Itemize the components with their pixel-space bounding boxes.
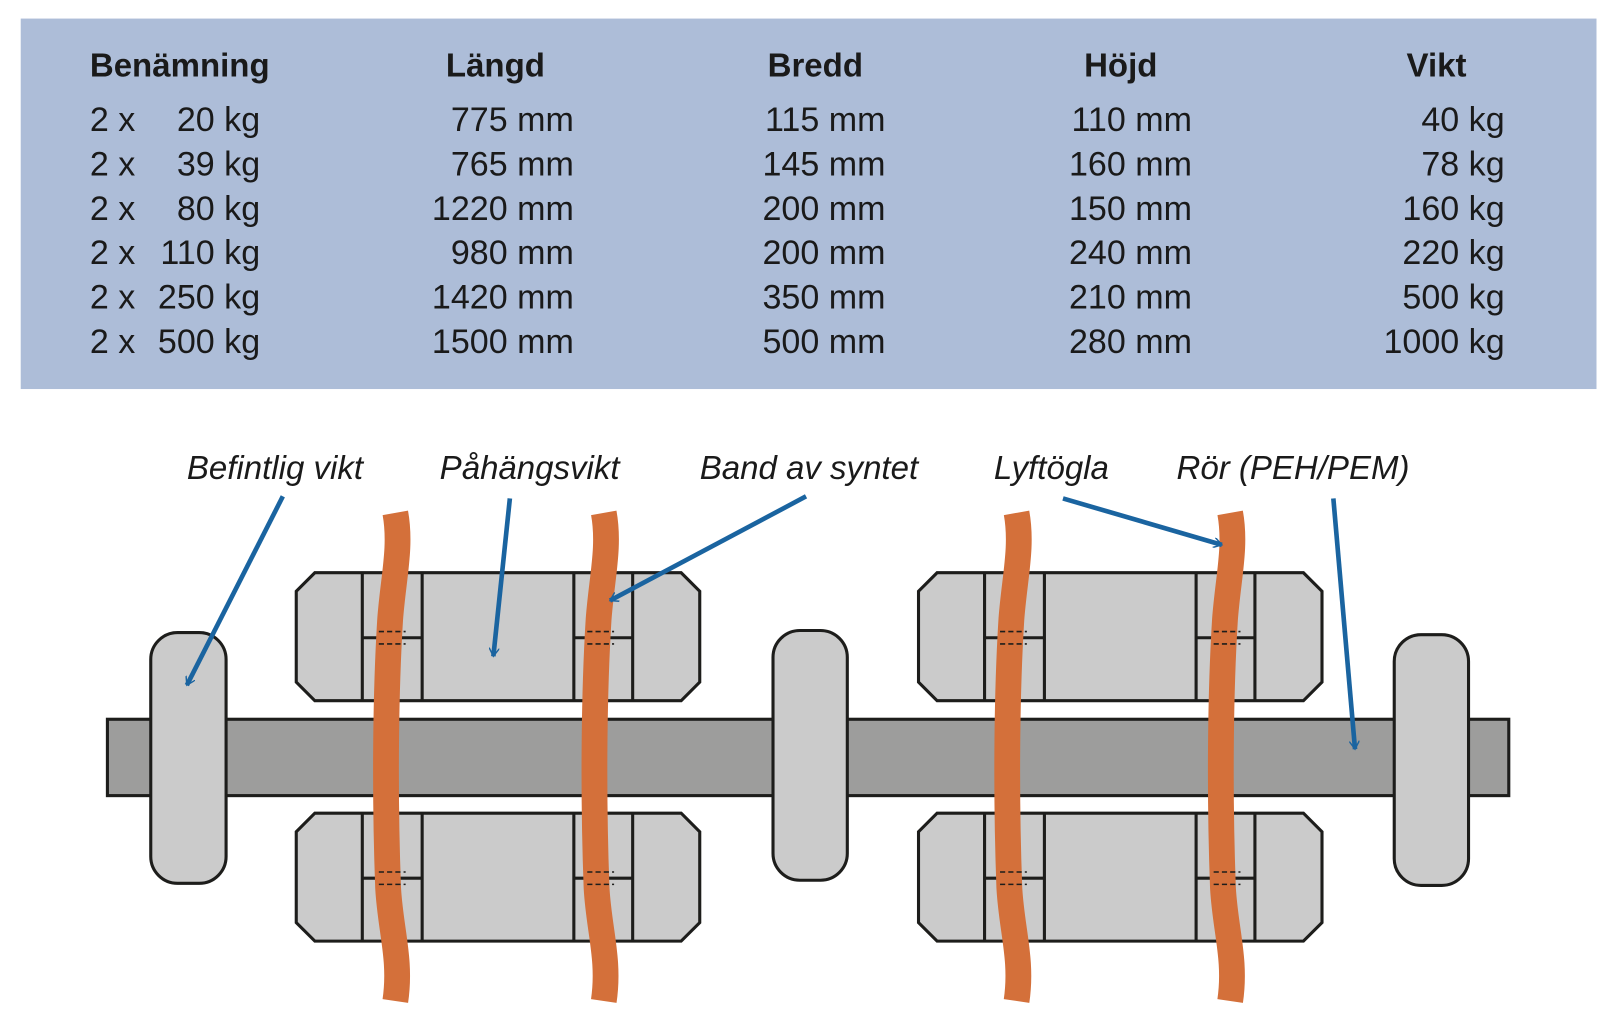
- cell-qty: 2 x: [90, 190, 135, 228]
- cell-weight: 220 kg: [1402, 234, 1504, 272]
- cell-height: 160 mm: [1069, 145, 1192, 183]
- add-on-weight-lower-left: [294, 811, 702, 943]
- cell-width: 500 mm: [762, 323, 885, 361]
- arrows: [184, 494, 1355, 749]
- cell-width: 350 mm: [762, 279, 885, 317]
- synthetic-strap: [581, 510, 619, 1003]
- synthetic-strap: [1207, 510, 1246, 1003]
- header-width: Bredd: [768, 46, 863, 83]
- cell-weight: 40 kg: [1421, 101, 1504, 139]
- arrow-pipe: [1331, 498, 1355, 749]
- cell-unit-weight: 20 kg: [177, 101, 260, 139]
- table-row: 2 x 110 kg 980 mm 200 mm 240 mm 220 kg: [90, 234, 1505, 272]
- existing-weight-left: [149, 631, 228, 885]
- cell-width: 200 mm: [762, 190, 885, 228]
- label-synthetic-strap: Band av syntet: [700, 449, 920, 486]
- cell-unit-weight: 500 kg: [158, 323, 260, 361]
- existing-weight-right: [1392, 633, 1471, 887]
- label-lifting-loop: Lyftögla: [994, 449, 1109, 486]
- cell-length: 1420 mm: [432, 279, 574, 317]
- spec-table: Benämning Längd Bredd Höjd Vikt 2 x 20 kg…: [20, 18, 1597, 390]
- header-weight: Vikt: [1407, 46, 1467, 83]
- arrow-lifting-loop: [1062, 496, 1222, 544]
- cell-length: 1220 mm: [432, 190, 574, 228]
- existing-weight-middle: [771, 628, 849, 882]
- label-add-on-weight: Påhängsvikt: [440, 449, 622, 486]
- cell-length: 775 mm: [451, 101, 574, 139]
- cell-height: 150 mm: [1069, 190, 1192, 228]
- cell-qty: 2 x: [90, 323, 135, 361]
- table-row: 2 x 39 kg 765 mm 145 mm 160 mm 78 kg: [90, 145, 1505, 183]
- add-on-weight-upper-right: [916, 571, 1324, 703]
- arrow-strap: [610, 494, 808, 603]
- cell-height: 240 mm: [1069, 234, 1192, 272]
- cell-length: 1500 mm: [432, 323, 574, 361]
- cell-height: 110 mm: [1072, 101, 1192, 139]
- cell-length: 765 mm: [451, 145, 574, 183]
- cell-weight: 500 kg: [1402, 279, 1504, 317]
- cell-height: 210 mm: [1069, 279, 1192, 317]
- table-row: 2 x 500 kg 1500 mm 500 mm 280 mm 1000 kg: [90, 323, 1505, 361]
- cell-weight: 160 kg: [1402, 190, 1504, 228]
- table-row: 2 x 80 kg 1220 mm 200 mm 150 mm 160 kg: [90, 190, 1505, 228]
- header-designation: Benämning: [90, 46, 270, 83]
- cell-height: 280 mm: [1069, 323, 1192, 361]
- cell-width: 145 mm: [762, 145, 885, 183]
- cell-unit-weight: 110 kg: [160, 234, 260, 272]
- cell-weight: 1000 kg: [1383, 323, 1504, 361]
- cell-unit-weight: 80 kg: [177, 190, 260, 228]
- table-row: 2 x 20 kg 775 mm 115 mm 110 mm 40 kg: [90, 101, 1505, 139]
- label-existing-weight: Befintlig vikt: [187, 449, 365, 486]
- table-panel: [20, 18, 1597, 390]
- cell-qty: 2 x: [90, 279, 135, 317]
- cell-qty: 2 x: [90, 101, 135, 139]
- cell-weight: 78 kg: [1421, 145, 1504, 183]
- arrow-existing-weight: [184, 495, 285, 685]
- cell-qty: 2 x: [90, 234, 135, 272]
- arrow-add-on-weight: [493, 498, 513, 656]
- add-on-weight-lower-right: [916, 811, 1324, 943]
- synthetic-strap: [373, 510, 411, 1003]
- synthetic-strap: [994, 510, 1032, 1003]
- cell-width: 115 mm: [765, 101, 885, 139]
- header-length: Längd: [446, 46, 545, 83]
- cell-length: 980 mm: [451, 234, 574, 272]
- cell-unit-weight: 250 kg: [158, 279, 260, 317]
- label-pipe: Rör (PEH/PEM): [1176, 449, 1409, 486]
- cell-qty: 2 x: [90, 145, 135, 183]
- cell-width: 200 mm: [762, 234, 885, 272]
- cell-unit-weight: 39 kg: [177, 145, 260, 183]
- table-row: 2 x 250 kg 1420 mm 350 mm 210 mm 500 kg: [90, 279, 1505, 317]
- header-height: Höjd: [1084, 46, 1157, 83]
- diagram-labels: Befintlig vikt Påhängsvikt Band av synte…: [187, 449, 1410, 486]
